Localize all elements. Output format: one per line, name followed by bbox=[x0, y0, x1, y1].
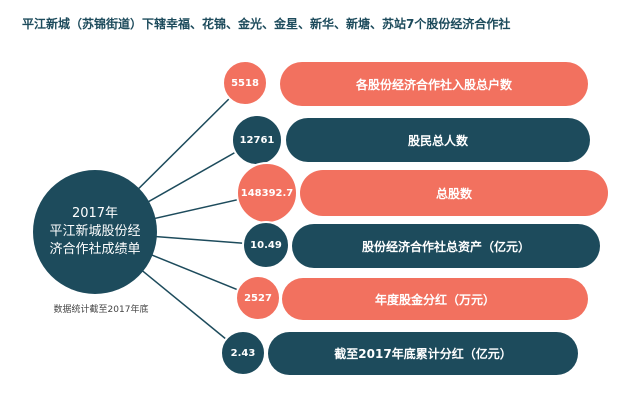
value-circle-6: 2.43 bbox=[220, 330, 266, 376]
value-circle-2: 12761 bbox=[231, 114, 283, 166]
hub-line-3: 济合作社成绩单 bbox=[49, 242, 141, 257]
hub-line-1: 2017年 bbox=[71, 206, 119, 221]
value-circle-1: 5518 bbox=[222, 60, 268, 106]
metric-pill-5: 年度股金分红（万元） bbox=[282, 278, 588, 320]
metric-pill-1: 各股份经济合作社入股总户数 bbox=[280, 62, 588, 106]
hub-circle: 2017年 平江新城股份经 济合作社成绩单 bbox=[33, 170, 157, 294]
page-title: 平江新城（苏锦街道）下辖幸福、花锦、金光、金星、新华、新塘、苏站7个股份经济合作… bbox=[22, 17, 511, 31]
value-circle-5: 2527 bbox=[235, 275, 281, 321]
value-circle-3: 148392.7 bbox=[236, 162, 298, 224]
hub-line-2: 平江新城股份经 bbox=[49, 224, 141, 239]
metric-pill-3: 总股数 bbox=[300, 170, 608, 216]
value-circle-4: 10.49 bbox=[242, 221, 290, 269]
data-note: 数据统计截至2017年底 bbox=[53, 305, 149, 315]
metric-pill-6: 截至2017年底累计分红（亿元） bbox=[268, 332, 578, 375]
metric-pill-2: 股民总人数 bbox=[286, 118, 590, 162]
metric-pill-4: 股份经济合作社总资产（亿元） bbox=[292, 224, 600, 268]
